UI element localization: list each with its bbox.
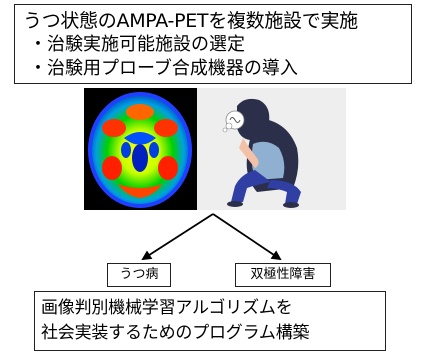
summary-title: うつ状態のAMPA-PETを複数施設で実施 <box>23 10 358 32</box>
brain-scan-graphic <box>88 92 192 208</box>
arrow-to-bipolar <box>212 213 282 261</box>
bullet-marker: ・ <box>29 58 47 79</box>
arrow-to-depression <box>141 213 214 261</box>
outcome-line-1: 画像判別機械学習アルゴリズムを <box>41 298 293 318</box>
pet-brain-scan-image <box>84 88 197 210</box>
summary-box: うつ状態のAMPA-PETを複数施設で実施 ・治験実施可能施設の選定 ・治験用プ… <box>14 4 412 84</box>
bullet-item-1: ・治験実施可能施設の選定 <box>23 33 403 57</box>
bullet-marker: ・ <box>29 34 47 55</box>
bipolar-label: 双極性障害 <box>250 267 316 282</box>
person-graphic <box>197 88 346 210</box>
depressed-person-illustration <box>197 88 346 210</box>
bullet-text: 治験用プローブ合成機器の導入 <box>47 58 298 79</box>
outcome-line-2: 社会実装するためのプログラム構築 <box>41 323 310 343</box>
bullet-text: 治験実施可能施設の選定 <box>47 34 245 55</box>
outcome-box: 画像判別機械学習アルゴリズムを 社会実装するためのプログラム構築 <box>34 291 386 351</box>
image-row <box>84 88 346 210</box>
depression-label-box: うつ病 <box>107 263 171 287</box>
depression-label: うつ病 <box>119 267 159 282</box>
bipolar-label-box: 双極性障害 <box>235 263 331 287</box>
bullet-item-2: ・治験用プローブ合成機器の導入 <box>23 57 403 81</box>
